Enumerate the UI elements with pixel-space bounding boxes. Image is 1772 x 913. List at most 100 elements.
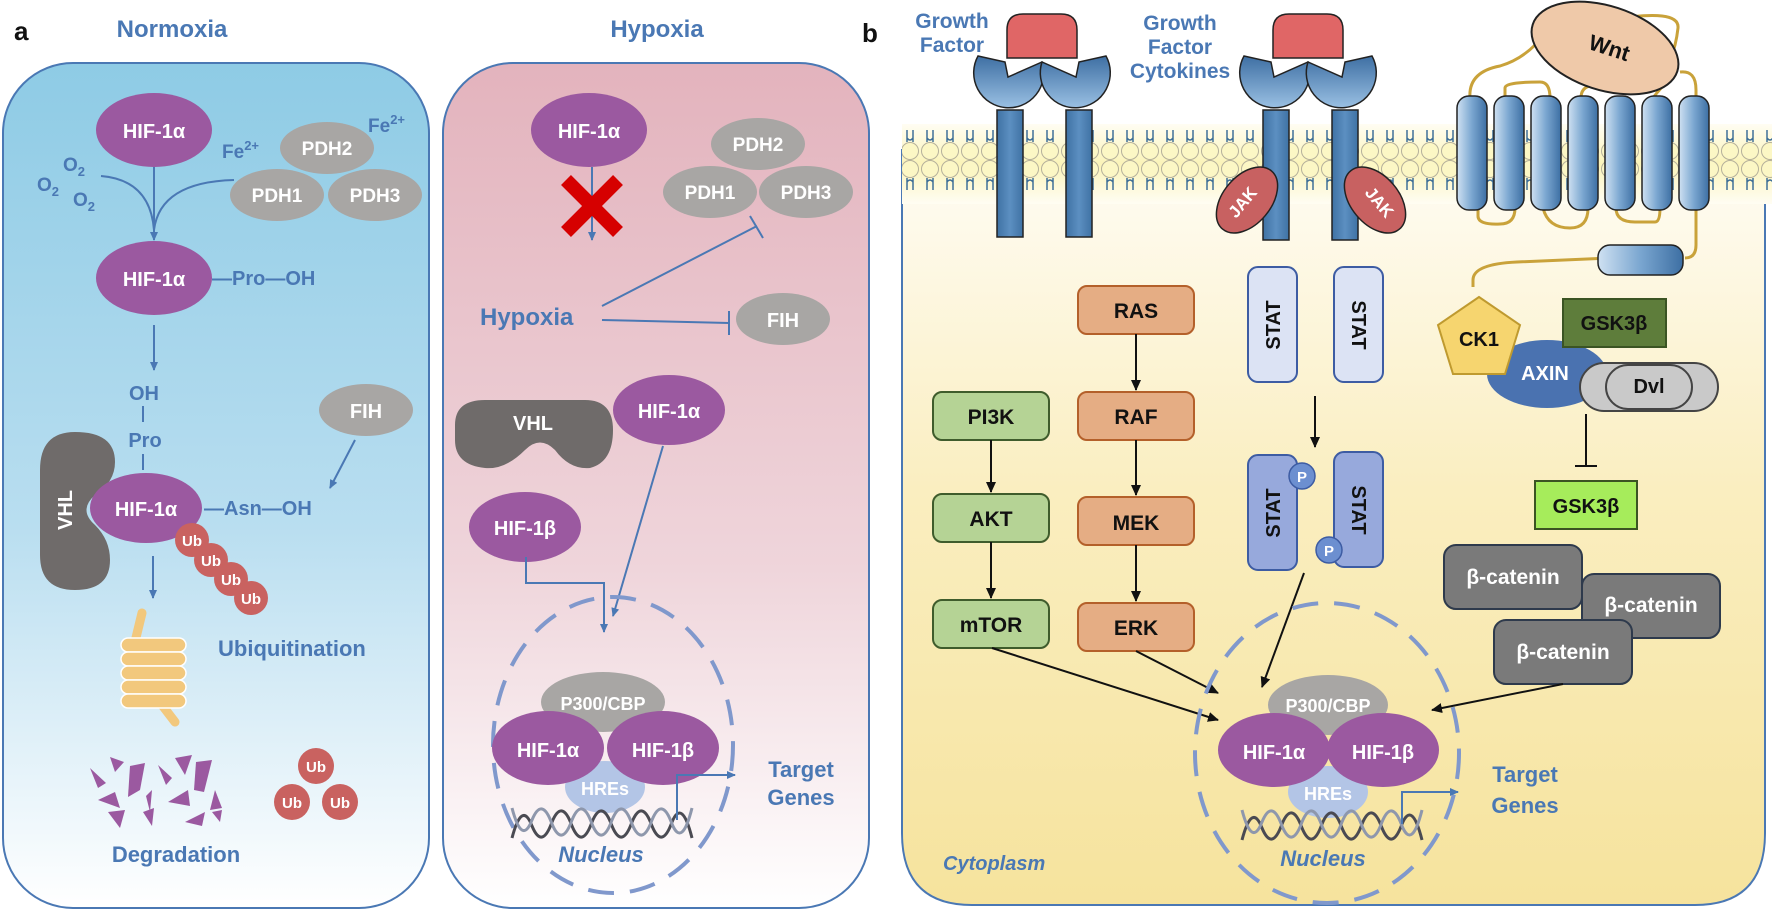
target-genes-label-b-2: Genes — [1491, 793, 1558, 818]
stat-to-nucleus-arrow — [1260, 572, 1305, 688]
svg-text:PDH2: PDH2 — [302, 139, 353, 160]
svg-text:GSK3β: GSK3β — [1581, 313, 1648, 335]
jak-left: JAK — [1215, 166, 1279, 234]
svg-text:Dvl: Dvl — [1633, 376, 1664, 398]
svg-text:Ub: Ub — [330, 795, 350, 812]
stat-monomer-right: STAT — [1333, 266, 1384, 383]
growth-factor-label: Growth Factor — [915, 10, 989, 57]
svg-text:Ub: Ub — [221, 572, 241, 589]
svg-text:FIH: FIH — [350, 401, 382, 423]
svg-text:HIF-1α: HIF-1α — [123, 121, 186, 143]
svg-text:Fe2+: Fe2+ — [222, 138, 259, 163]
inhibition-pdh — [601, 215, 764, 307]
ras-pathway: RAS RAF MEK ERK — [1077, 285, 1195, 652]
svg-text:P: P — [1297, 469, 1307, 486]
pi3k-pathway: PI3K AKT mTOR — [932, 391, 1050, 649]
svg-text:PDH3: PDH3 — [350, 186, 401, 207]
normoxia-pdh-complex: PDH2 PDH1 PDH3 — [230, 122, 422, 221]
svg-text:β-catenin: β-catenin — [1516, 641, 1609, 664]
axin-node — [1487, 340, 1607, 408]
jak-right: JAK — [1343, 166, 1407, 234]
nucleus-label-b: Nucleus — [1280, 846, 1366, 871]
svg-text:HIF-1α: HIF-1α — [638, 401, 701, 423]
svg-text:Cytokines: Cytokines — [1130, 60, 1230, 83]
hypoxia-hif1b-free: HIF-1β — [469, 492, 581, 562]
svg-text:Ub: Ub — [201, 553, 221, 570]
target-genes-label-b-1: Target — [1492, 762, 1558, 787]
svg-text:PDH1: PDH1 — [685, 183, 736, 204]
svg-text:AKT: AKT — [969, 508, 1012, 531]
svg-text:Ub: Ub — [182, 533, 202, 550]
svg-text:PI3K: PI3K — [968, 406, 1015, 429]
free-ubiquitin: Ub Ub Ub — [274, 748, 358, 820]
destruction-complex: AXIN CK1 GSK3β Dvl — [1436, 295, 1719, 412]
vhl-hypoxia: VHL — [455, 400, 613, 469]
svg-text:STAT: STAT — [1347, 300, 1369, 349]
svg-text:Fe2+: Fe2+ — [368, 112, 405, 137]
degradation-label: Degradation — [112, 842, 240, 867]
beta-catenin-stack: β-catenin β-catenin β-catenin — [1443, 544, 1721, 685]
svg-text:PDH2: PDH2 — [733, 135, 784, 156]
gsk3b-free-node: GSK3β — [1534, 480, 1638, 530]
oh-label: OH — [129, 383, 159, 405]
rtk-receptor — [972, 13, 1112, 238]
svg-text:STAT: STAT — [1347, 485, 1369, 534]
svg-text:VHL: VHL — [55, 490, 77, 530]
svg-text:CK1: CK1 — [1459, 329, 1499, 351]
svg-text:HREs: HREs — [1304, 784, 1352, 804]
svg-text:Factor: Factor — [1148, 36, 1212, 59]
svg-text:β-catenin: β-catenin — [1466, 566, 1559, 589]
svg-text:STAT: STAT — [1263, 300, 1285, 349]
svg-text:HIF-1β: HIF-1β — [632, 740, 694, 762]
svg-text:GSK3β: GSK3β — [1553, 496, 1620, 518]
pro-label: Pro — [128, 430, 161, 452]
inhibition-fih — [601, 311, 730, 335]
svg-text:MEK: MEK — [1113, 512, 1160, 535]
vhl-normoxia: VHL — [40, 432, 115, 590]
svg-text:Growth: Growth — [1143, 12, 1217, 35]
svg-text:HIF-1β: HIF-1β — [494, 518, 556, 540]
svg-text:Factor: Factor — [920, 34, 984, 57]
degraded-fragments-icon — [90, 755, 222, 828]
svg-text:β-catenin: β-catenin — [1604, 594, 1697, 617]
fih-hypoxia: FIH — [736, 293, 830, 345]
cytoplasm-label: Cytoplasm — [943, 853, 1045, 875]
svg-text:HREs: HREs — [581, 779, 629, 799]
dna-helix-icon-b — [1240, 809, 1424, 841]
dvl-binding-domain — [1597, 244, 1684, 276]
hypoxia-hif1a-top: HIF-1α — [531, 93, 647, 167]
fih-arrow — [329, 439, 356, 489]
normoxia-hif1a-mid: HIF-1α — [96, 241, 212, 315]
growth-factor-cytokines-label: Growth Factor Cytokines — [1130, 12, 1230, 83]
panel-a-label: a — [14, 16, 29, 46]
transcription-arrow-a — [676, 771, 736, 820]
transcription-arrow-b — [1401, 788, 1459, 824]
svg-text:AXIN: AXIN — [1521, 363, 1569, 385]
stat-dimer-phosphorylated: STAT STAT P P — [1247, 451, 1384, 571]
pdh-arrow-curve — [153, 179, 235, 231]
svg-text:Ub: Ub — [306, 759, 326, 776]
panel-b-label: b — [862, 18, 878, 48]
svg-text:P300/CBP: P300/CBP — [560, 694, 645, 714]
svg-text:Ub: Ub — [282, 795, 302, 812]
fe2-labels: Fe2+ Fe2+ — [222, 112, 405, 163]
svg-text:HIF-1α: HIF-1α — [517, 740, 580, 762]
svg-text:HIF-1α: HIF-1α — [123, 269, 186, 291]
gsk3b-bound-node — [1562, 298, 1667, 348]
stat-monomer-left: STAT — [1247, 266, 1298, 383]
asn-oh-label: —Asn—OH — [204, 498, 312, 520]
nucleus-membrane-b — [1193, 601, 1461, 905]
erk-to-nucleus-arrow — [1135, 650, 1219, 694]
svg-text:Ub: Ub — [241, 591, 261, 608]
svg-text:P300/CBP: P300/CBP — [1285, 696, 1370, 716]
wnt-ligand: Wnt — [1530, 0, 1680, 96]
hif1b-translocation-arrow — [525, 557, 608, 633]
ubiquitination-label: Ubiquitination — [218, 636, 366, 661]
hypoxia-stimulus-label: Hypoxia — [480, 304, 574, 331]
hypoxia-title: Hypoxia — [610, 16, 704, 43]
ck1-node — [1436, 295, 1522, 375]
fih-normoxia: FIH — [319, 384, 413, 436]
mtor-to-nucleus-arrow — [991, 647, 1219, 722]
hypoxia-hif1a-free: HIF-1α — [613, 375, 725, 445]
svg-text:VHL: VHL — [513, 413, 553, 435]
